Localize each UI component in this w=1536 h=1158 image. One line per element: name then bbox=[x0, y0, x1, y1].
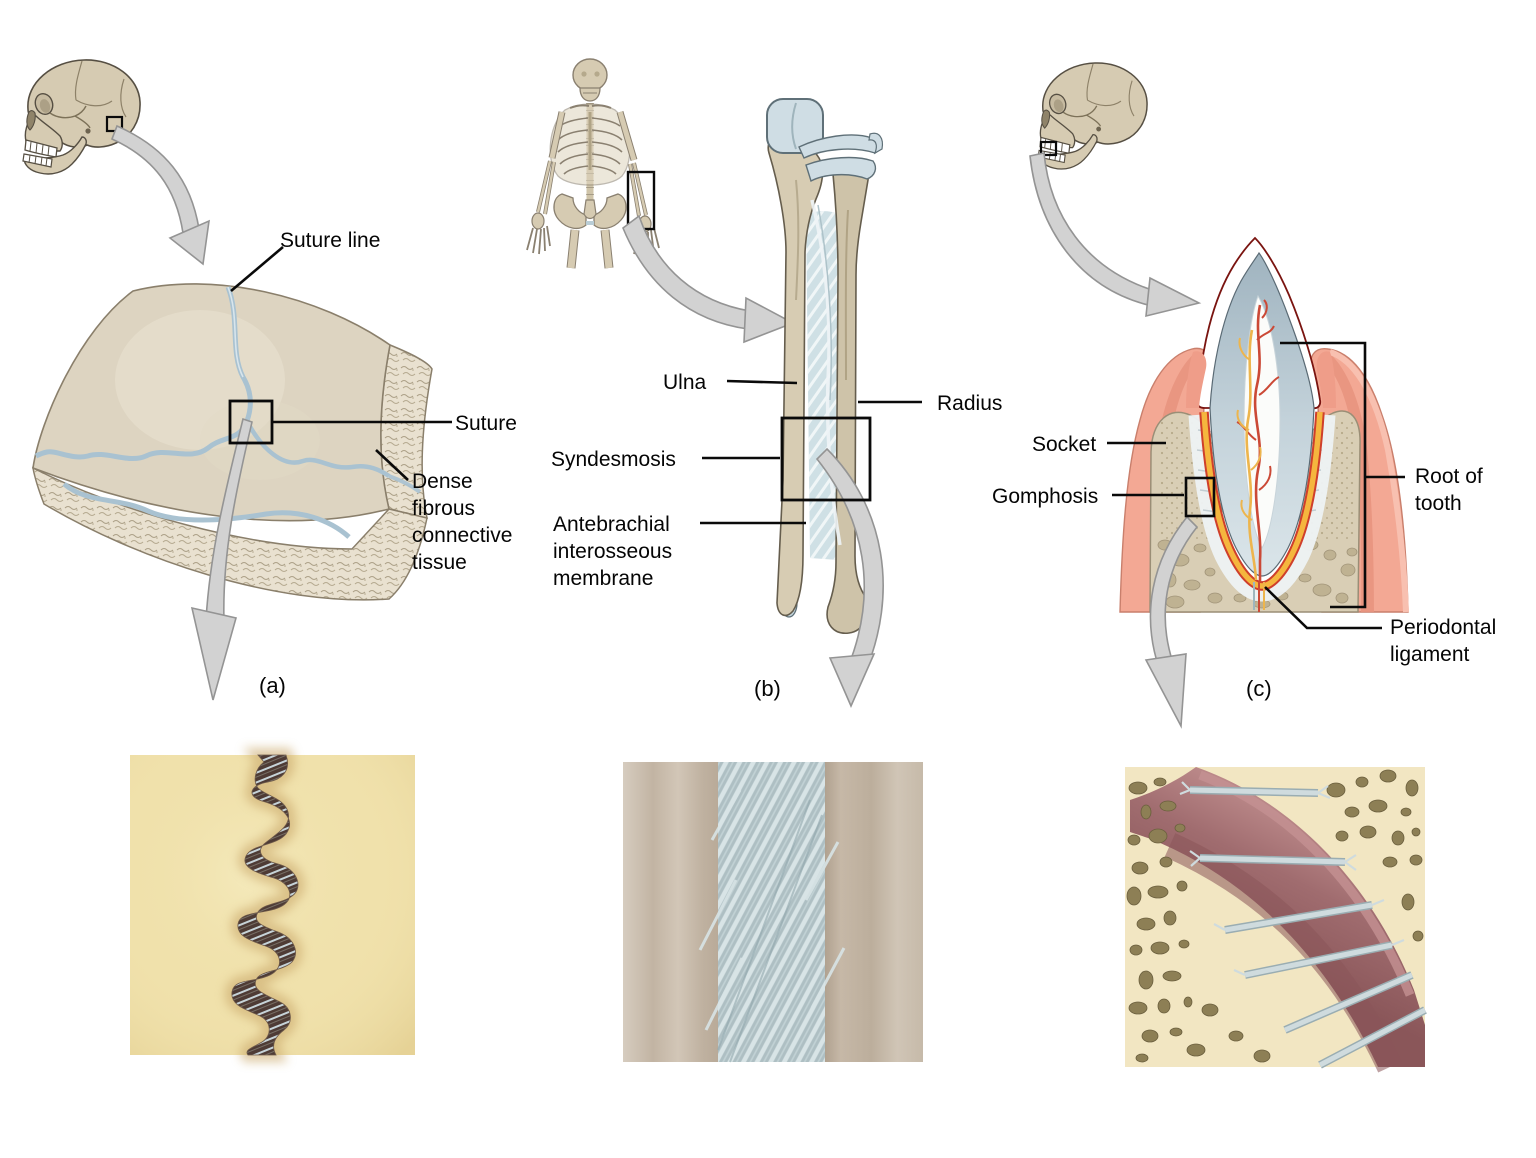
label-ulna: Ulna bbox=[663, 371, 707, 394]
ligament-fibers bbox=[1179, 781, 1427, 1069]
panel-b-syndesmosis bbox=[526, 58, 923, 1063]
syndesmosis-zoom-box bbox=[780, 416, 872, 502]
panel-c-gomphosis bbox=[1029, 62, 1427, 1073]
caption-c: (c) bbox=[1246, 676, 1272, 701]
label-root-of-tooth: Root of tooth bbox=[1415, 465, 1483, 515]
skull-side-illustration bbox=[22, 59, 141, 175]
caption-a: (a) bbox=[259, 673, 286, 698]
label-antebrachial-membrane: Antebrachial interosseous membrane bbox=[553, 513, 673, 590]
arrow-skeleton-to-bones bbox=[622, 214, 795, 344]
label-radius: Radius bbox=[937, 392, 1003, 415]
socket-lining bbox=[1188, 414, 1336, 602]
label-syndesmosis: Syndesmosis bbox=[551, 448, 676, 471]
skull-plate-illustration bbox=[31, 283, 433, 601]
gomphosis-zoom-box bbox=[1184, 476, 1216, 518]
arrow-skull-to-tooth bbox=[1029, 152, 1202, 318]
suture-closeup-inset bbox=[130, 748, 415, 1062]
leader-ulna bbox=[726, 379, 798, 385]
panel-a-suture bbox=[22, 59, 452, 1062]
skeleton-illustration bbox=[526, 58, 660, 269]
label-periodontal-ligament: Periodontal ligament bbox=[1390, 616, 1497, 666]
leader-periodontal bbox=[1264, 586, 1382, 630]
spongy-bone-texture bbox=[1157, 539, 1358, 609]
arrow-skull-to-plate bbox=[110, 124, 210, 266]
tooth-zoom-box bbox=[1039, 140, 1058, 157]
label-suture: Suture bbox=[455, 412, 517, 435]
gomphosis-closeup-inset bbox=[1125, 767, 1427, 1073]
spongy-holes bbox=[1126, 769, 1424, 1063]
tooth-socket-illustration bbox=[1119, 236, 1409, 613]
arrow-syndesmosis-to-inset bbox=[815, 447, 884, 708]
label-suture-line: Suture line bbox=[280, 229, 381, 252]
root-of-tooth-bracket bbox=[1280, 341, 1367, 609]
skull-side-illustration-c bbox=[1037, 62, 1148, 170]
suture-fibrous-gap bbox=[231, 754, 299, 1056]
tooth-pulp bbox=[1243, 294, 1281, 550]
caption-b: (b) bbox=[754, 676, 781, 701]
label-gomphosis: Gomphosis bbox=[992, 485, 1099, 508]
leader-suture-line bbox=[230, 246, 284, 292]
label-dense-fibrous: Dense fibrous connective tissue bbox=[412, 470, 513, 574]
arrow-gomphosis-to-inset bbox=[1144, 515, 1199, 729]
label-socket: Socket bbox=[1032, 433, 1097, 456]
leader-dense-fibrous bbox=[375, 449, 409, 481]
syndesmosis-closeup-inset bbox=[623, 762, 923, 1063]
arrow-plate-to-inset bbox=[190, 417, 253, 701]
